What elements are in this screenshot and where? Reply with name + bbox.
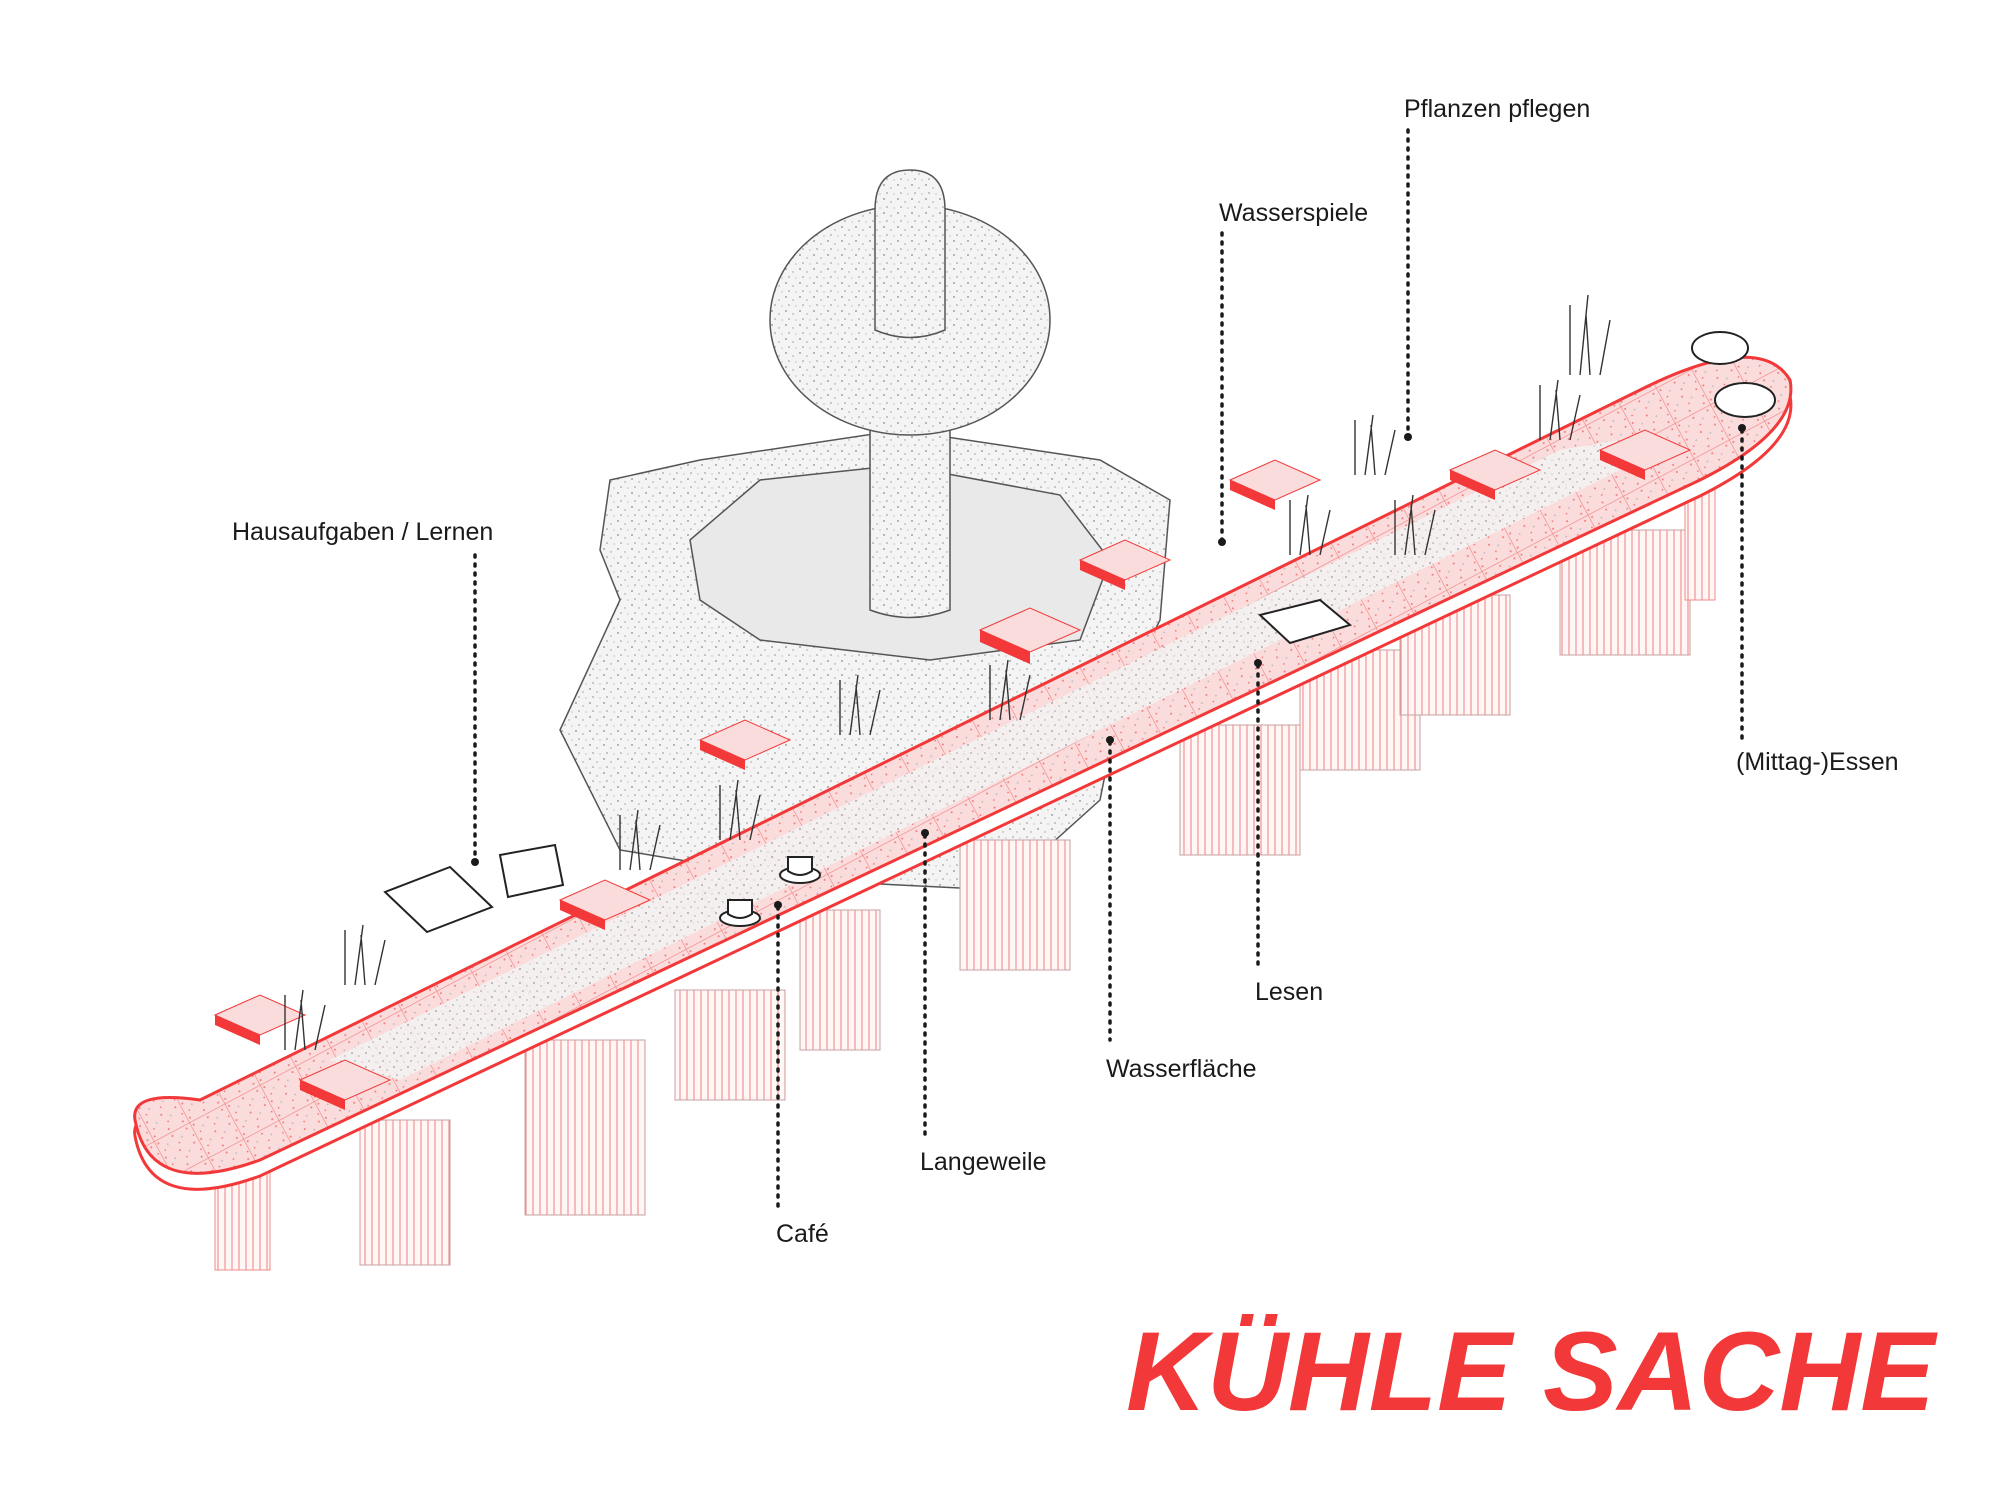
storage-box <box>524 1039 646 1216</box>
plant-icon <box>839 674 881 736</box>
plant-icon <box>344 924 386 986</box>
plant-icon <box>989 659 1031 721</box>
label-hausaufgaben: Hausaufgaben / Lernen <box>232 518 493 546</box>
storage-box <box>674 989 786 1101</box>
fountain-column <box>869 429 951 619</box>
label-wasserspiele: Wasserspiele <box>1219 199 1368 227</box>
storage-box <box>359 1119 451 1266</box>
plant-icon <box>619 809 661 871</box>
plant-icon <box>1569 294 1611 376</box>
plate-icon <box>1691 331 1749 365</box>
fountain-top <box>874 169 946 339</box>
label-mittagessen: (Mittag-)Essen <box>1736 748 1899 776</box>
plant-icon <box>284 989 326 1051</box>
plant-icon <box>1289 494 1331 556</box>
raised-tiles <box>213 429 1692 1110</box>
plant-icon <box>1394 494 1436 556</box>
storage-box <box>959 839 1071 971</box>
label-pflanzen: Pflanzen pflegen <box>1404 95 1590 123</box>
plant-clusters <box>284 294 1611 1051</box>
book-icon <box>498 843 565 899</box>
label-langeweile: Langeweile <box>920 1148 1047 1176</box>
label-wasserflaeche: Wasserfläche <box>1106 1055 1257 1083</box>
page-title: KÜHLE SACHE <box>1126 1309 1938 1434</box>
label-lesen: Lesen <box>1255 978 1323 1006</box>
plate-icon <box>1714 382 1776 418</box>
book-icon <box>1257 598 1353 645</box>
water-table <box>133 355 1793 1191</box>
props <box>383 331 1776 934</box>
plant-icon <box>1354 414 1396 476</box>
leader-lines <box>471 128 1746 1212</box>
label-cafe: Café <box>776 1220 829 1248</box>
cup-icon <box>719 899 761 927</box>
book-icon <box>383 865 494 934</box>
water-channel <box>330 440 1620 1080</box>
storage-box <box>799 909 881 1051</box>
cup-icon <box>779 856 821 884</box>
plant-icon <box>1539 379 1581 441</box>
fountain <box>559 169 1171 891</box>
storage-box <box>1179 724 1301 856</box>
plant-icon <box>719 779 761 841</box>
